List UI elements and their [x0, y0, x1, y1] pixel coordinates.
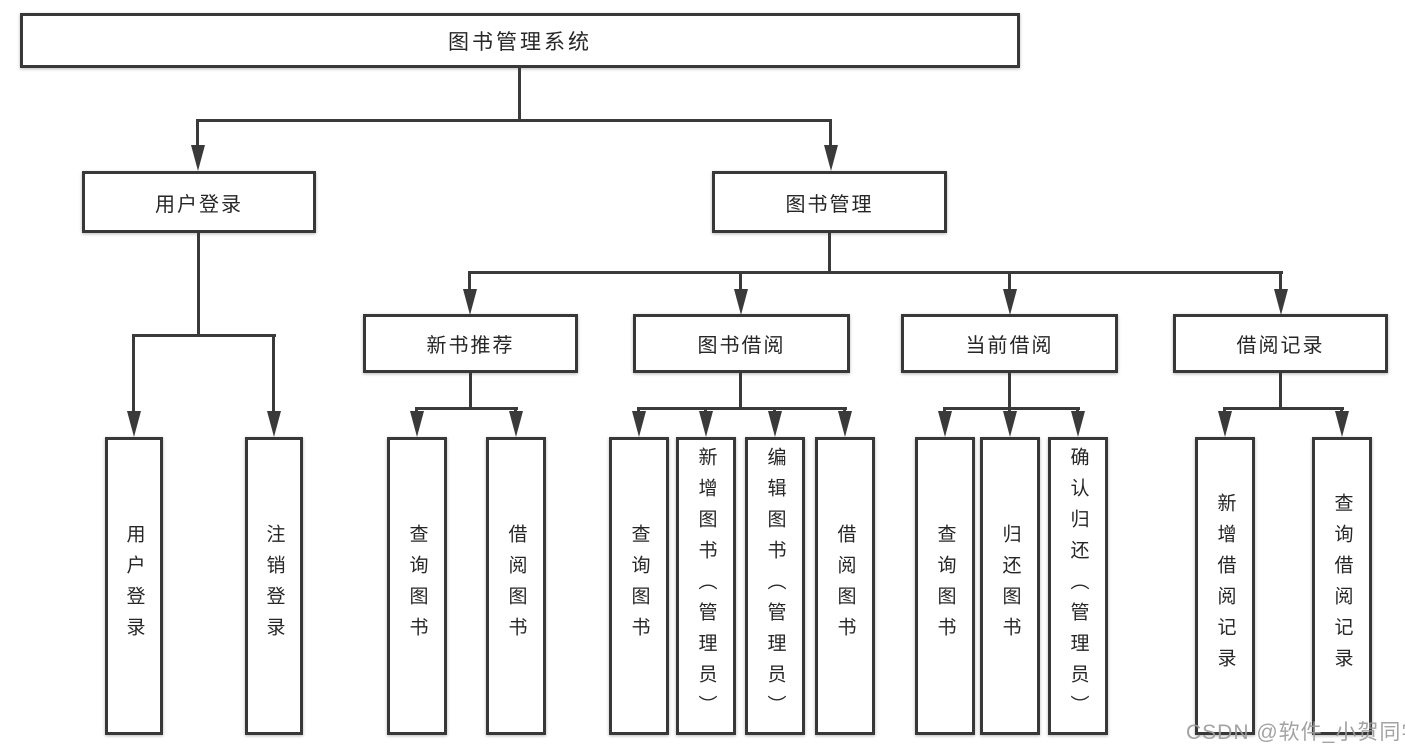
leaf-bb-query-books: 查询图书 [609, 437, 669, 735]
node-new-book-recommend: 新书推荐 [363, 314, 578, 373]
node-root-label: 图书管理系统 [448, 30, 592, 54]
arrow-down-icon [824, 145, 838, 171]
connector-bookmgmt-stem [828, 233, 831, 273]
node-book-borrow: 图书借阅 [633, 314, 850, 373]
leaf-cb-query-books-label: 查询图书 [934, 524, 956, 648]
connector-bookborrow-drop-2 [704, 407, 707, 414]
leaf-cb-confirm-return: 确认归还（管理员） [1048, 437, 1108, 735]
connector-root-stem [518, 67, 521, 121]
arrow-down-icon [1218, 411, 1232, 437]
connector-newbooks-stem [469, 373, 472, 409]
connector-bookborrow-bus [637, 407, 847, 410]
connector-newbooks-drop-1 [415, 407, 418, 414]
arrow-down-icon [1335, 411, 1349, 437]
connector-bookborrow-drop-3 [773, 407, 776, 414]
connector-borrowrecords-drop-2 [1340, 407, 1343, 414]
leaf-bb-edit-books: 编辑图书（管理员） [745, 437, 805, 735]
node-borrow-records: 借阅记录 [1173, 314, 1388, 373]
connector-currentborrow-stem [1008, 373, 1011, 409]
connector-bookmgmt-drop-4 [1279, 271, 1282, 291]
leaf-br-query-record: 查询借阅记录 [1312, 437, 1372, 735]
node-new-book-recommend-label: 新书推荐 [426, 335, 515, 357]
arrow-down-icon [463, 289, 477, 315]
node-root: 图书管理系统 [20, 13, 1020, 68]
arrow-down-icon [699, 411, 713, 437]
arrow-down-icon [1071, 411, 1085, 437]
arrow-down-icon [127, 411, 141, 437]
leaf-cb-return-books: 归还图书 [980, 437, 1040, 735]
connector-newbooks-bus [415, 407, 518, 410]
leaf-bb-add-books: 新增图书（管理员） [676, 437, 736, 735]
connector-userlogin-drop-2 [272, 334, 275, 413]
connector-root-bus [196, 119, 832, 122]
leaf-nb-borrow-books: 借阅图书 [486, 437, 546, 735]
connector-bookborrow-drop-4 [843, 407, 846, 414]
arrow-down-icon [838, 411, 852, 437]
leaf-bb-edit-books-label: 编辑图书（管理员） [764, 446, 786, 726]
arrow-down-icon [632, 411, 646, 437]
connector-currentborrow-drop-2 [1008, 407, 1011, 414]
leaf-user-login-label: 用户登录 [123, 524, 145, 648]
leaf-nb-borrow-books-label: 借阅图书 [505, 524, 527, 648]
connector-borrowrecords-stem [1279, 373, 1282, 409]
node-current-borrow: 当前借阅 [901, 314, 1118, 373]
connector-userlogin-bus [132, 334, 276, 337]
connector-bookborrow-drop-1 [637, 407, 640, 414]
leaf-nb-query-books: 查询图书 [387, 437, 447, 735]
arrow-down-icon [410, 411, 424, 437]
leaf-logout-label: 注销登录 [263, 524, 285, 648]
arrow-down-icon [267, 411, 281, 437]
leaf-nb-query-books-label: 查询图书 [406, 524, 428, 648]
connector-userlogin-drop-1 [132, 334, 135, 413]
connector-borrowrecords-drop-1 [1223, 407, 1226, 414]
connector-currentborrow-drop-1 [943, 407, 946, 414]
connector-bookmgmt-bus [468, 271, 1283, 274]
arrow-down-icon [768, 411, 782, 437]
node-book-management-label: 图书管理 [785, 193, 874, 216]
connector-newbooks-drop-2 [514, 407, 517, 414]
leaf-bb-borrow-books: 借阅图书 [815, 437, 875, 735]
arrow-down-icon [1274, 289, 1288, 315]
connector-bookmgmt-drop-1 [468, 271, 471, 291]
arrow-down-icon [191, 145, 205, 171]
node-current-borrow-label: 当前借阅 [965, 335, 1054, 357]
leaf-cb-query-books: 查询图书 [915, 437, 975, 735]
arrow-down-icon [938, 411, 952, 437]
connector-root-drop-right [829, 119, 832, 147]
connector-currentborrow-drop-3 [1076, 407, 1079, 414]
leaf-bb-query-books-label: 查询图书 [628, 524, 650, 648]
arrow-down-icon [734, 289, 748, 315]
leaf-cb-confirm-return-label: 确认归还（管理员） [1067, 446, 1089, 726]
leaf-user-login: 用户登录 [105, 437, 163, 735]
connector-borrowrecords-bus [1223, 407, 1344, 410]
node-user-login: 用户登录 [82, 171, 316, 233]
node-user-login-label: 用户登录 [155, 193, 243, 216]
csdn-watermark: CSDN @软件_小贺同学 [1186, 721, 1405, 744]
arrow-down-icon [1003, 289, 1017, 315]
arrow-down-icon [1003, 411, 1017, 437]
connector-currentborrow-bus [943, 407, 1080, 410]
leaf-bb-borrow-books-label: 借阅图书 [834, 524, 856, 648]
node-book-management: 图书管理 [712, 171, 947, 233]
node-book-borrow-label: 图书借阅 [697, 335, 786, 357]
arrow-down-icon [509, 411, 523, 437]
node-borrow-records-label: 借阅记录 [1236, 335, 1325, 357]
leaf-logout: 注销登录 [245, 437, 303, 735]
connector-bookmgmt-drop-2 [739, 271, 742, 291]
leaf-cb-return-books-label: 归还图书 [999, 524, 1021, 648]
leaf-bb-add-books-label: 新增图书（管理员） [695, 446, 717, 726]
connector-root-drop-left [196, 119, 199, 147]
connector-userlogin-stem [197, 233, 200, 336]
leaf-br-add-record: 新增借阅记录 [1195, 437, 1255, 735]
leaf-br-add-record-label: 新增借阅记录 [1214, 493, 1236, 679]
connector-bookmgmt-drop-3 [1008, 271, 1011, 291]
connector-bookborrow-stem [739, 373, 742, 409]
leaf-br-query-record-label: 查询借阅记录 [1331, 493, 1353, 679]
